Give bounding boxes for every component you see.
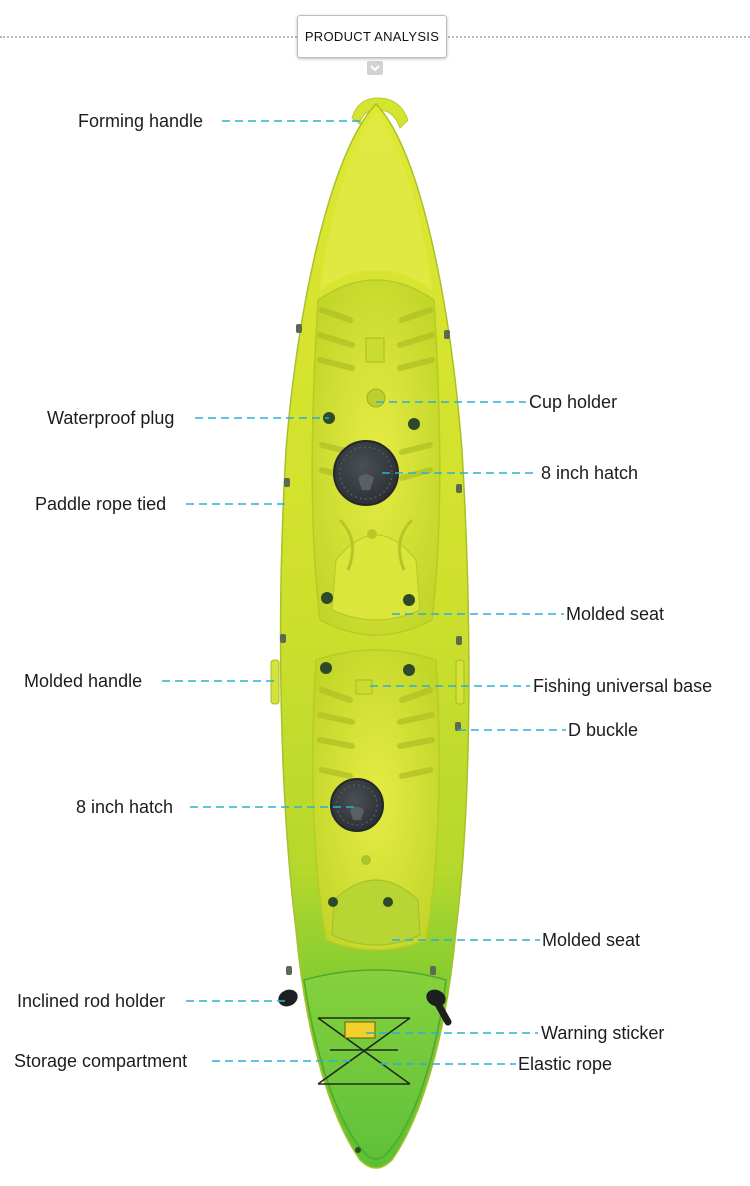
- label-inclined-rod-holder: Inclined rod holder: [17, 991, 166, 1011]
- rod-holders: [278, 989, 452, 1026]
- d-buckles: [280, 324, 462, 975]
- label-molded-handle: Molded handle: [24, 671, 143, 691]
- drain-hole: [355, 1147, 361, 1153]
- warning-sticker-shape: [344, 1021, 376, 1039]
- label-hatch-rear: 8 inch hatch: [76, 797, 174, 817]
- molded-handle-left: [270, 659, 280, 705]
- label-waterproof-plug: Waterproof plug: [47, 408, 175, 428]
- leader-lines: [162, 120, 566, 1065]
- label-paddle-rope-tied: Paddle rope tied: [35, 494, 167, 514]
- elastic-rope-shape: [317, 1017, 411, 1085]
- label-molded-seat-rear: Molded seat: [542, 930, 641, 950]
- label-elastic-rope: Elastic rope: [518, 1054, 613, 1074]
- bow-deck: [320, 112, 432, 290]
- label-storage-compartment: Storage compartment: [14, 1051, 188, 1071]
- forming-handle-shape: [351, 97, 409, 129]
- hatch-rear-shape: [330, 778, 384, 832]
- section-title: PRODUCT ANALYSIS: [297, 15, 447, 58]
- label-d-buckle: D buckle: [568, 720, 639, 740]
- label-warning-sticker: Warning sticker: [541, 1023, 665, 1043]
- header-rule-right: [448, 36, 750, 38]
- label-forming-handle: Forming handle: [78, 111, 204, 131]
- molded-handle-right: [455, 659, 465, 705]
- chevron-down-icon: [367, 61, 383, 75]
- header-rule-left: [0, 36, 300, 38]
- section-title-text: PRODUCT ANALYSIS: [304, 29, 440, 44]
- label-cup-holder: Cup holder: [529, 392, 618, 412]
- label-molded-seat-front: Molded seat: [566, 604, 665, 624]
- label-hatch-front: 8 inch hatch: [541, 463, 639, 483]
- label-fishing-universal-base: Fishing universal base: [533, 676, 713, 696]
